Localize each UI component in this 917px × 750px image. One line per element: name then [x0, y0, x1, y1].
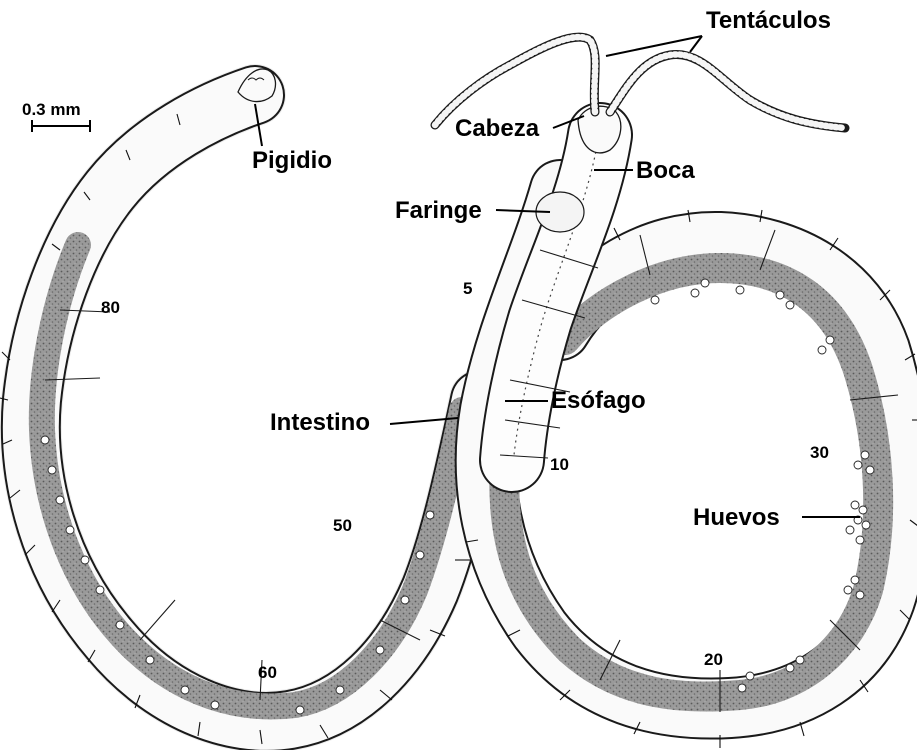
label-intestino-text: Intestino: [270, 409, 370, 436]
segment-number-20: 20: [704, 650, 723, 669]
label-intestino: Intestino: [270, 409, 458, 436]
segment-number-10: 10: [550, 455, 569, 474]
scale-bar-label: 0.3 mm: [22, 100, 81, 119]
label-huevos-text: Huevos: [693, 504, 780, 531]
segment-number-5: 5: [463, 279, 472, 298]
segment-number-30: 30: [810, 443, 829, 462]
segment-number-50: 50: [333, 516, 352, 535]
label-esofago-text: Esófago: [551, 387, 646, 414]
segment-number-80: 80: [101, 298, 120, 317]
label-huevos: Huevos: [693, 504, 860, 531]
label-faringe-text: Faringe: [395, 197, 482, 224]
label-boca-text: Boca: [636, 157, 695, 184]
segment-number-60: 60: [258, 663, 277, 682]
tentacle-left: [435, 37, 595, 125]
label-pigidio-text: Pigidio: [252, 147, 332, 174]
label-tentaculos: Tentáculos: [606, 7, 831, 56]
label-cabeza-text: Cabeza: [455, 115, 540, 142]
label-cabeza: Cabeza: [455, 115, 584, 142]
scale-bar: 0.3 mm: [22, 100, 90, 132]
worm-body: [0, 37, 917, 748]
label-tentaculos-text: Tentáculos: [706, 7, 831, 34]
